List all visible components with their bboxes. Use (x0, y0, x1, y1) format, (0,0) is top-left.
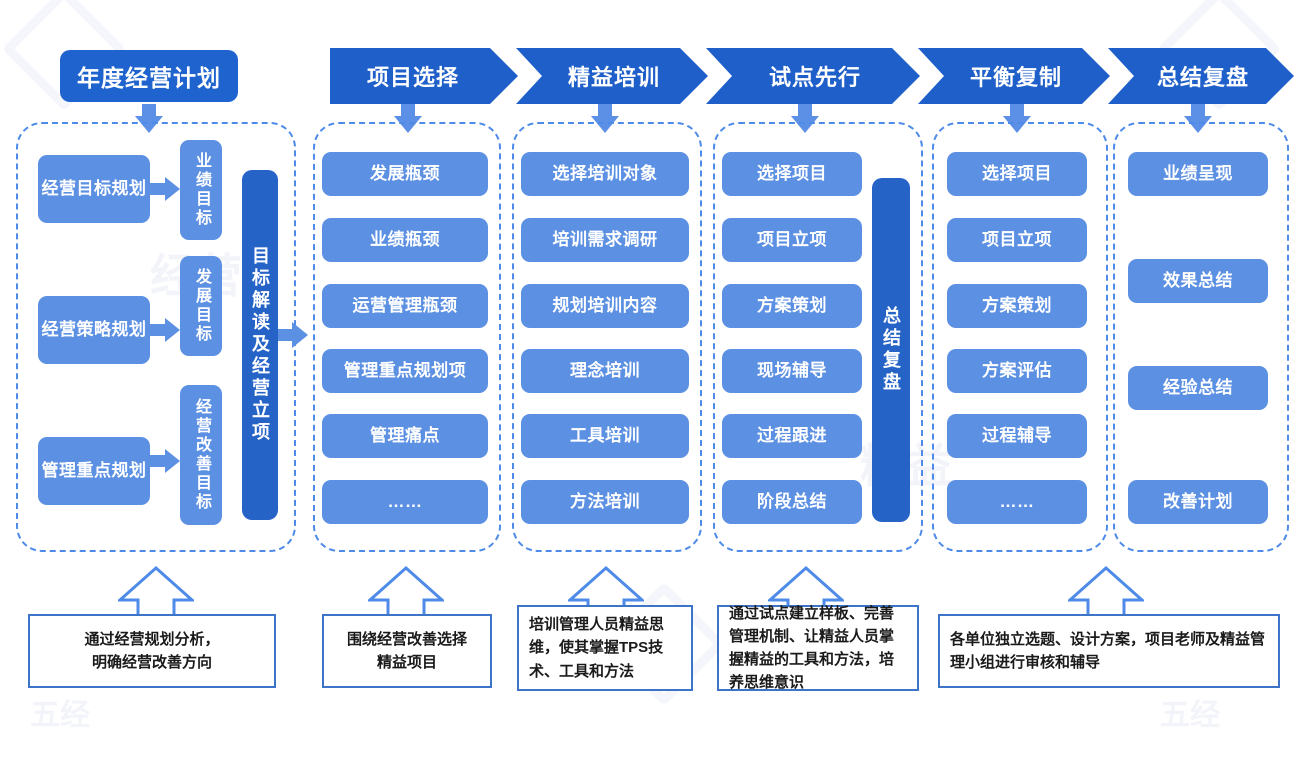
col6-item-3[interactable]: 经验总结 (1128, 366, 1268, 410)
column-4-side-bar[interactable]: 总结复盘 (872, 178, 910, 522)
col2-item-5[interactable]: 管理痛点 (322, 414, 488, 458)
caption-up-arrow-icon (1068, 566, 1144, 620)
goal-box-3[interactable]: 经营改善目标 (180, 385, 222, 525)
stage-down-arrow-icon (394, 104, 422, 134)
col4-item-6[interactable]: 阶段总结 (722, 480, 862, 524)
stage-down-arrow-icon (591, 104, 619, 134)
plan-to-goal-arrow-icon (150, 449, 180, 473)
col4-item-2[interactable]: 项目立项 (722, 218, 862, 262)
col5-item-3[interactable]: 方案策划 (947, 284, 1087, 328)
col3-item-1[interactable]: 选择培训对象 (521, 152, 689, 196)
col3-item-4[interactable]: 理念培训 (521, 349, 689, 393)
column-6-container (1113, 122, 1289, 552)
stage-down-arrow-icon (1003, 104, 1031, 134)
page-title: 年度经营计划 (60, 50, 238, 102)
stage-down-arrow-icon (791, 104, 819, 134)
plan-to-goal-arrow-icon (150, 177, 180, 201)
col6-item-2[interactable]: 效果总结 (1128, 259, 1268, 303)
col3-item-2[interactable]: 培训需求调研 (521, 218, 689, 262)
column-3-container (512, 122, 702, 552)
caption-box-4: 通过试点建立样板、完善管理机制、让精益人员掌握精益的工具和方法，培养思维意识 (717, 605, 919, 691)
caption-box-1: 通过经营规划分析，明确经营改善方向 (28, 614, 276, 688)
caption-up-arrow-icon (368, 566, 444, 620)
col2-item-2[interactable]: 业绩瓶颈 (322, 218, 488, 262)
col4-item-4[interactable]: 现场辅导 (722, 349, 862, 393)
plan-box-3[interactable]: 管理重点规划 (38, 437, 150, 505)
caption-up-arrow-icon (118, 566, 194, 620)
stage-header-3[interactable]: 试点先行 (706, 48, 920, 104)
col5-item-2[interactable]: 项目立项 (947, 218, 1087, 262)
stage-header-2[interactable]: 精益培训 (516, 48, 708, 104)
col5-item-1[interactable]: 选择项目 (947, 152, 1087, 196)
stage-header-1[interactable]: 项目选择 (330, 48, 518, 104)
plan-to-goal-arrow-icon (150, 318, 180, 342)
stage-header-5[interactable]: 总结复盘 (1108, 48, 1294, 104)
col5-item-5[interactable]: 过程辅导 (947, 414, 1087, 458)
stage-header-4[interactable]: 平衡复制 (918, 48, 1110, 104)
col4-item-3[interactable]: 方案策划 (722, 284, 862, 328)
goal-box-2[interactable]: 发展目标 (180, 256, 222, 356)
col2-item-4[interactable]: 管理重点规划项 (322, 349, 488, 393)
stage-down-arrow-icon (1184, 104, 1212, 134)
caption-box-2: 围绕经营改善选择精益项目 (322, 614, 492, 688)
caption-box-3: 培训管理人员精益思维，使其掌握TPS技术、工具和方法 (517, 605, 693, 691)
col3-item-5[interactable]: 工具培训 (521, 414, 689, 458)
col2-item-1[interactable]: 发展瓶颈 (322, 152, 488, 196)
col2-item-3[interactable]: 运营管理瓶颈 (322, 284, 488, 328)
col5-item-6[interactable]: …… (947, 480, 1087, 524)
col4-item-5[interactable]: 过程跟进 (722, 414, 862, 458)
plan-box-1[interactable]: 经营目标规划 (38, 155, 150, 223)
column-2-container (313, 122, 501, 552)
plan-box-2[interactable]: 经营策略规划 (38, 296, 150, 364)
title-down-arrow-icon (135, 104, 163, 134)
column-4-container (713, 122, 923, 552)
watermark-text: 五经 (1160, 699, 1220, 732)
caption-box-5: 各单位独立选题、设计方案，项目老师及精益管理小组进行审核和辅导 (938, 614, 1280, 688)
col4-item-1[interactable]: 选择项目 (722, 152, 862, 196)
column-5-container (932, 122, 1108, 552)
goal-box-1[interactable]: 业绩目标 (180, 140, 222, 240)
column-1-side-bar[interactable]: 目标解读及经营立项 (242, 170, 278, 520)
col6-item-4[interactable]: 改善计划 (1128, 480, 1268, 524)
col3-item-6[interactable]: 方法培训 (521, 480, 689, 524)
col2-item-6[interactable]: …… (322, 480, 488, 524)
col1-to-col2-arrow-icon (278, 322, 308, 348)
col5-item-4[interactable]: 方案评估 (947, 349, 1087, 393)
col6-item-1[interactable]: 业绩呈现 (1128, 152, 1268, 196)
watermark-text: 五经 (30, 699, 90, 732)
col3-item-3[interactable]: 规划培训内容 (521, 284, 689, 328)
